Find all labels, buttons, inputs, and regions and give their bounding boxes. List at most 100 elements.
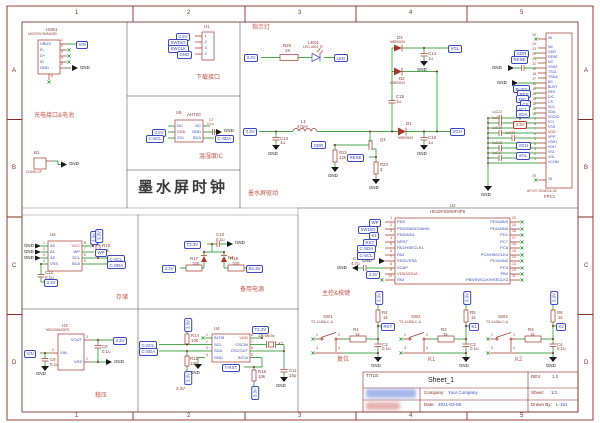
cap-label: 1uC21	[492, 115, 502, 120]
drawn-by-value: L-151	[556, 402, 568, 407]
net-flag-vgl: VGL	[448, 44, 462, 53]
pin-name: VSS/VSSA	[397, 258, 417, 263]
pin-number: 2	[204, 39, 207, 44]
button-tag: 复位	[337, 357, 350, 363]
diode-part: MBR0530	[390, 39, 406, 44]
frame-col: 4	[409, 413, 413, 419]
pin-number: 3	[404, 346, 406, 350]
pin-number: 6	[51, 74, 53, 78]
pin-name: VGL	[548, 155, 556, 159]
resistor-value: 3	[380, 166, 383, 172]
section-label-sensor: 温湿度IC	[199, 154, 224, 160]
pin-name: VDDIO	[548, 115, 560, 119]
pin-name: SDA	[214, 348, 223, 353]
pin-name: VCAP	[397, 265, 408, 270]
switch-ref: SW1	[323, 314, 333, 319]
pin-number: 9	[390, 268, 392, 272]
pin-name: PC4/AIN2	[490, 258, 508, 263]
pin-name: PC5/HSECLK4	[480, 252, 508, 257]
cap-ref: C11	[289, 368, 297, 373]
pin-number: 1	[491, 333, 493, 337]
cap-label: 1uC18	[492, 140, 502, 145]
resistor-value: 10k	[190, 360, 198, 366]
pin-name: GND	[40, 65, 49, 70]
pin-name: VDD	[177, 129, 186, 134]
pin-number: 2	[426, 333, 428, 337]
net-flag-k1: K1	[469, 322, 480, 331]
pin-name: VSS	[73, 358, 82, 364]
pin-number: 3	[206, 346, 208, 350]
pin-name: D/C	[548, 95, 555, 99]
pin-number: 7	[534, 127, 536, 131]
gnd-label: GND	[328, 173, 338, 178]
switch-part: TS-1145A-C-A	[311, 320, 333, 324]
cap-value: 0.1u	[102, 348, 111, 354]
cap-value: 0.1u	[216, 236, 225, 242]
pin-name: NC	[548, 60, 554, 64]
resistor-ref: R4	[382, 310, 388, 315]
usb-part: MICRO5.9MMUSB	[28, 32, 57, 36]
net-flag-3v3: 3.3V	[162, 264, 177, 273]
pin-name: SDA	[71, 261, 80, 266]
net-flag-csda: C-SDA	[139, 347, 158, 356]
resistor-value: 100	[232, 260, 240, 266]
crystal-ref: X1	[278, 341, 284, 346]
switch-part: TS-1145A-C-A	[486, 320, 508, 324]
pin-name: VIN	[60, 349, 67, 355]
diode-ref: D4	[228, 255, 234, 260]
frame-row: B	[12, 165, 17, 171]
pin-name: BS	[548, 80, 553, 84]
drawn-by-label: Drawn By:	[531, 402, 552, 407]
pin-name: VDD	[548, 130, 556, 134]
pin-name: 26	[548, 36, 552, 40]
battery-part: CH250-2P	[26, 170, 42, 174]
pin-name: SDA	[548, 110, 556, 114]
net-flag-wp: WP	[95, 248, 108, 257]
pin-name: GND	[214, 354, 223, 360]
section-label-download: 下载接口	[196, 75, 221, 81]
pin-number: 6	[390, 249, 392, 253]
cap-ref: C3	[470, 341, 476, 347]
frame-col: 1	[75, 413, 79, 419]
pin-number: 4	[390, 236, 392, 240]
diode-part: MBR0530	[398, 136, 414, 140]
net-flag-3v3: 3.3V	[244, 53, 259, 62]
resistor-ref: R19	[102, 243, 111, 248]
frame-col: 5	[520, 413, 524, 419]
gnd-label: GND	[492, 64, 502, 70]
pin-number: 1	[86, 357, 88, 361]
header-ref: H1	[204, 24, 210, 29]
pin-number: 8	[84, 241, 86, 245]
resistor-ref: R15	[190, 356, 199, 361]
sheet-value: 1/1	[551, 390, 558, 395]
company-logo-watermark	[366, 389, 416, 398]
frame-col: 1	[75, 10, 79, 16]
net-flag-vin: VIN	[76, 40, 89, 49]
pin-number: 18	[532, 72, 536, 76]
battery-ref: B1	[34, 150, 40, 155]
gnd-label: GND	[80, 64, 90, 70]
pin-number: 1	[43, 241, 45, 245]
pin-number: 13	[512, 262, 516, 266]
pin-number: 2	[534, 152, 536, 156]
resistor-ref: R3	[528, 327, 534, 332]
mcu-part: HK32F030MF4P6	[430, 209, 466, 214]
pin-number: 4	[206, 352, 208, 357]
gnd-label: GND	[69, 160, 79, 166]
pin-number: 23	[532, 47, 536, 51]
cap-value: 1u	[428, 139, 433, 145]
cap-ref: C9	[50, 357, 56, 362]
net-flag-gdr: GDR	[311, 141, 326, 150]
cap-value: 15p	[289, 372, 297, 378]
cap-value: 0.1u	[45, 274, 54, 280]
net-flag-trst: T-RST	[222, 363, 240, 372]
pin-name: INT/B	[214, 335, 225, 340]
net-flag-3v3: 3.3V	[183, 318, 192, 333]
frame-row: A	[584, 68, 589, 74]
date-label: Date:	[424, 402, 435, 407]
gnd-label: GND	[276, 383, 286, 388]
pin-number: 3	[491, 346, 493, 350]
frame-row: C	[584, 263, 589, 269]
pin-number: 9	[534, 117, 536, 121]
